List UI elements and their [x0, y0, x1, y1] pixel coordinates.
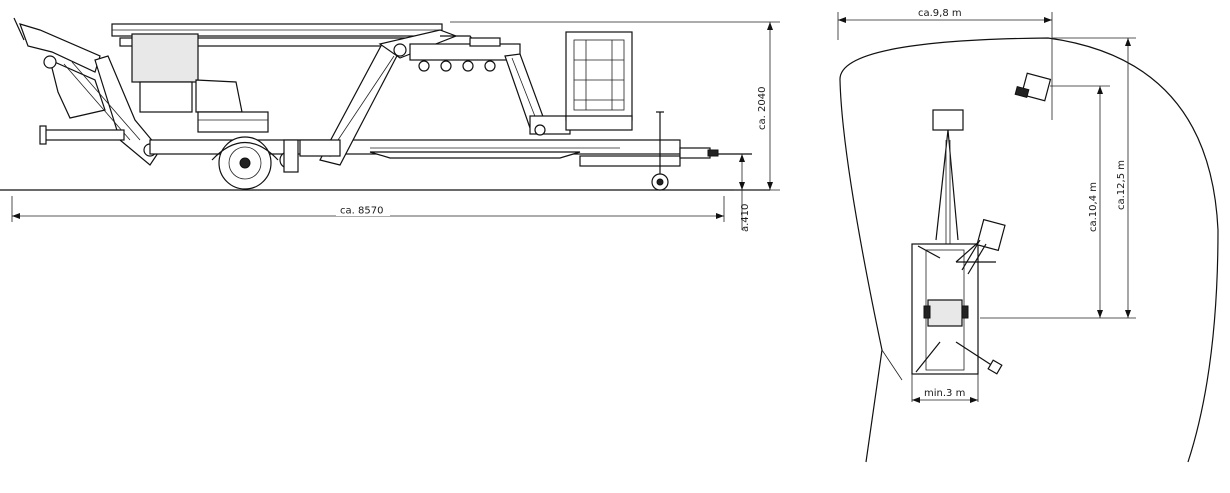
chassis [149, 111, 752, 191]
dimension-min-label: min.3 m [924, 388, 965, 399]
upper-boom [111, 23, 443, 47]
turret [131, 33, 269, 133]
dimension-reach-10-label: ca.10,4 m [1088, 182, 1099, 232]
dimension-reach-12: ca.12,5 m [980, 37, 1136, 319]
dimension-width-label: ca.9,8 m [918, 8, 962, 19]
dimension-height-label: ca. 2040 [757, 87, 768, 130]
dimension-height: ca. 2040 [450, 21, 780, 191]
working-envelope [839, 37, 1219, 463]
dimension-reach-10: ca.10,4 m [1050, 85, 1110, 318]
chassis-top [911, 243, 979, 375]
basket-top-far [1014, 72, 1052, 102]
dimension-width: ca.9,8 m [837, 8, 1053, 120]
top-view: ca.9,8 m ca.12,5 m ca.10,4 m min. [837, 8, 1219, 463]
boom-linkage [409, 35, 571, 136]
dimension-length: ca. 8570 [11, 196, 725, 222]
basket [565, 31, 633, 131]
side-view: ca. 8570 ca. 2040 a.410 [0, 17, 780, 232]
basket-top-near [961, 218, 1006, 275]
dimension-ground: a.410 [734, 154, 751, 232]
dimension-length-label: ca. 8570 [340, 206, 383, 217]
dimension-ground-label: a.410 [740, 204, 751, 232]
main-wheel [211, 136, 299, 190]
dimension-reach-12-label: ca.12,5 m [1116, 160, 1127, 210]
dimension-min: min.3 m [911, 374, 979, 403]
